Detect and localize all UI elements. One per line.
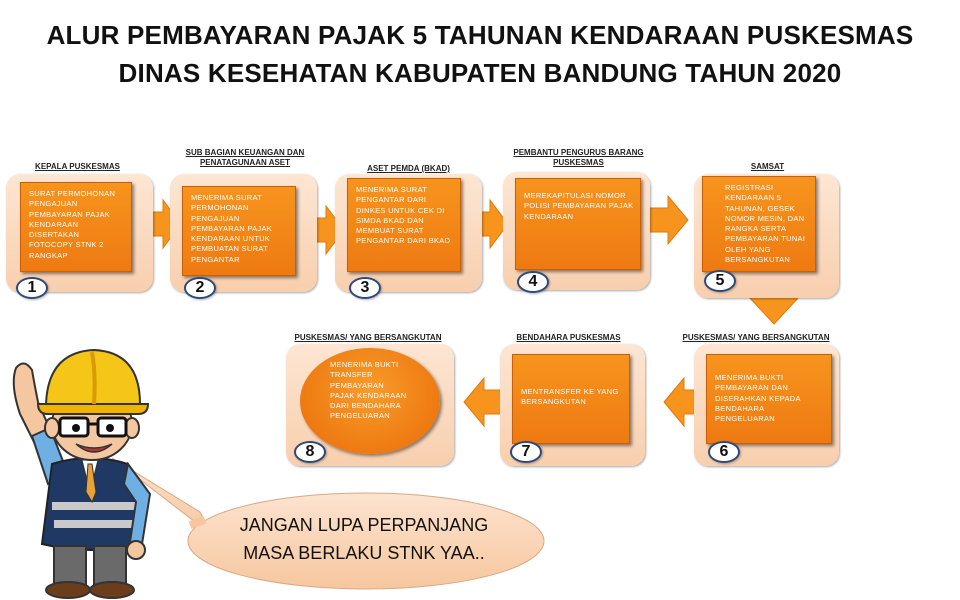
step-2-number: 2: [184, 277, 216, 299]
step-1-number: 1: [16, 277, 48, 299]
step-1-box: SURAT PERMOHONAN PENGAJUAN PEMBAYARAN PA…: [20, 182, 132, 272]
step-3-label: ASET PEMDA (BKAD): [367, 164, 450, 173]
step-3-card: MENERIMA SURAT PENGANTAR DARI DINKES UNT…: [335, 174, 482, 299]
step-1-text: SURAT PERMOHONAN PENGAJUAN PEMBAYARAN PA…: [29, 189, 116, 260]
step-4-box: MEREKAPITULASI NOMOR POLISI PEMBAYARAN P…: [515, 178, 641, 270]
step-3-text: MENERIMA SURAT PENGANTAR DARI DINKES UNT…: [356, 185, 451, 246]
step-7-box: MENTRANSFER KE YANG BERSANGKUTAN: [512, 354, 630, 444]
step-7-card: MENTRANSFER KE YANG BERSANGKUTAN 7: [500, 344, 645, 466]
step-6-box: MENERIMA BUKTI PEMBAYARAN DAN DISERAHKAN…: [706, 354, 832, 444]
speech-bubble-line-2: MASA BERLAKU STNK YAA..: [243, 543, 485, 563]
step-2-label: SUB BAGIAN KEUANGAN DAN PENATAGUNAAN ASE…: [185, 148, 305, 167]
step-7-number: 7: [510, 441, 542, 463]
step-5-label: SAMSAT: [750, 162, 785, 171]
title-line-1: ALUR PEMBAYARAN PAJAK 5 TAHUNAN KENDARAA…: [46, 20, 914, 50]
step-2-text: MENERIMA SURAT PERMOHONAN PENGAJUAN PEMB…: [191, 193, 273, 264]
step-3-box: MENERIMA SURAT PENGANTAR DARI DINKES UNT…: [347, 178, 461, 272]
step-4-card: MEREKAPITULASI NOMOR POLISI PEMBAYARAN P…: [503, 172, 650, 293]
step-7-label: BENDAHARA PUSKESMAS: [516, 333, 621, 342]
step-6-text: MENERIMA BUKTI PEMBAYARAN DAN DISERAHKAN…: [715, 373, 801, 424]
step-8-label: PUSKESMAS/ YANG BERSANGKUTAN: [294, 333, 442, 342]
step-5-card: REGISTRASI KENDARAAN 5 TAHUNAN, GESEK NO…: [694, 174, 839, 298]
step-4-text: MEREKAPITULASI NOMOR POLISI PEMBAYARAN P…: [524, 191, 634, 221]
step-5-number: 5: [704, 270, 736, 292]
worker-mascot-icon: [12, 348, 152, 599]
step-5-box: REGISTRASI KENDARAAN 5 TAHUNAN, GESEK NO…: [702, 176, 816, 272]
step-1-card: SURAT PERMOHONAN PENGAJUAN PEMBAYARAN PA…: [6, 174, 153, 299]
step-2-card: MENERIMA SURAT PERMOHONAN PENGAJUAN PEMB…: [170, 174, 317, 299]
step-8-text: MENERIMA BUKTI TRANSFER PEMBAYARAN PAJAK…: [330, 360, 407, 421]
step-8-ellipse: MENERIMA BUKTI TRANSFER PEMBAYARAN PAJAK…: [300, 348, 440, 454]
step-1-label: KEPALA PUSKESMAS: [35, 162, 120, 171]
step-8-card: MENERIMA BUKTI TRANSFER PEMBAYARAN PAJAK…: [286, 344, 454, 466]
step-8-number: 8: [294, 441, 326, 463]
speech-bubble-line-1: JANGAN LUPA PERPANJANG: [239, 515, 489, 535]
step-3-number: 3: [349, 277, 381, 299]
step-5-text: REGISTRASI KENDARAAN 5 TAHUNAN, GESEK NO…: [725, 183, 806, 265]
step-4-number: 4: [517, 271, 549, 293]
step-2-box: MENERIMA SURAT PERMOHONAN PENGAJUAN PEMB…: [182, 186, 296, 276]
title-line-2: DINAS KESEHATAN KABUPATEN BANDUNG TAHUN …: [118, 58, 842, 88]
step-7-text: MENTRANSFER KE YANG BERSANGKUTAN: [521, 387, 619, 407]
step-6-card: MENERIMA BUKTI PEMBAYARAN DAN DISERAHKAN…: [694, 344, 839, 466]
step-4-label: PEMBANTU PENGURUS BARANG PUSKESMAS: [513, 148, 644, 167]
step-6-label: PUSKESMAS/ YANG BERSANGKUTAN: [682, 333, 830, 342]
step-6-number: 6: [708, 441, 740, 463]
